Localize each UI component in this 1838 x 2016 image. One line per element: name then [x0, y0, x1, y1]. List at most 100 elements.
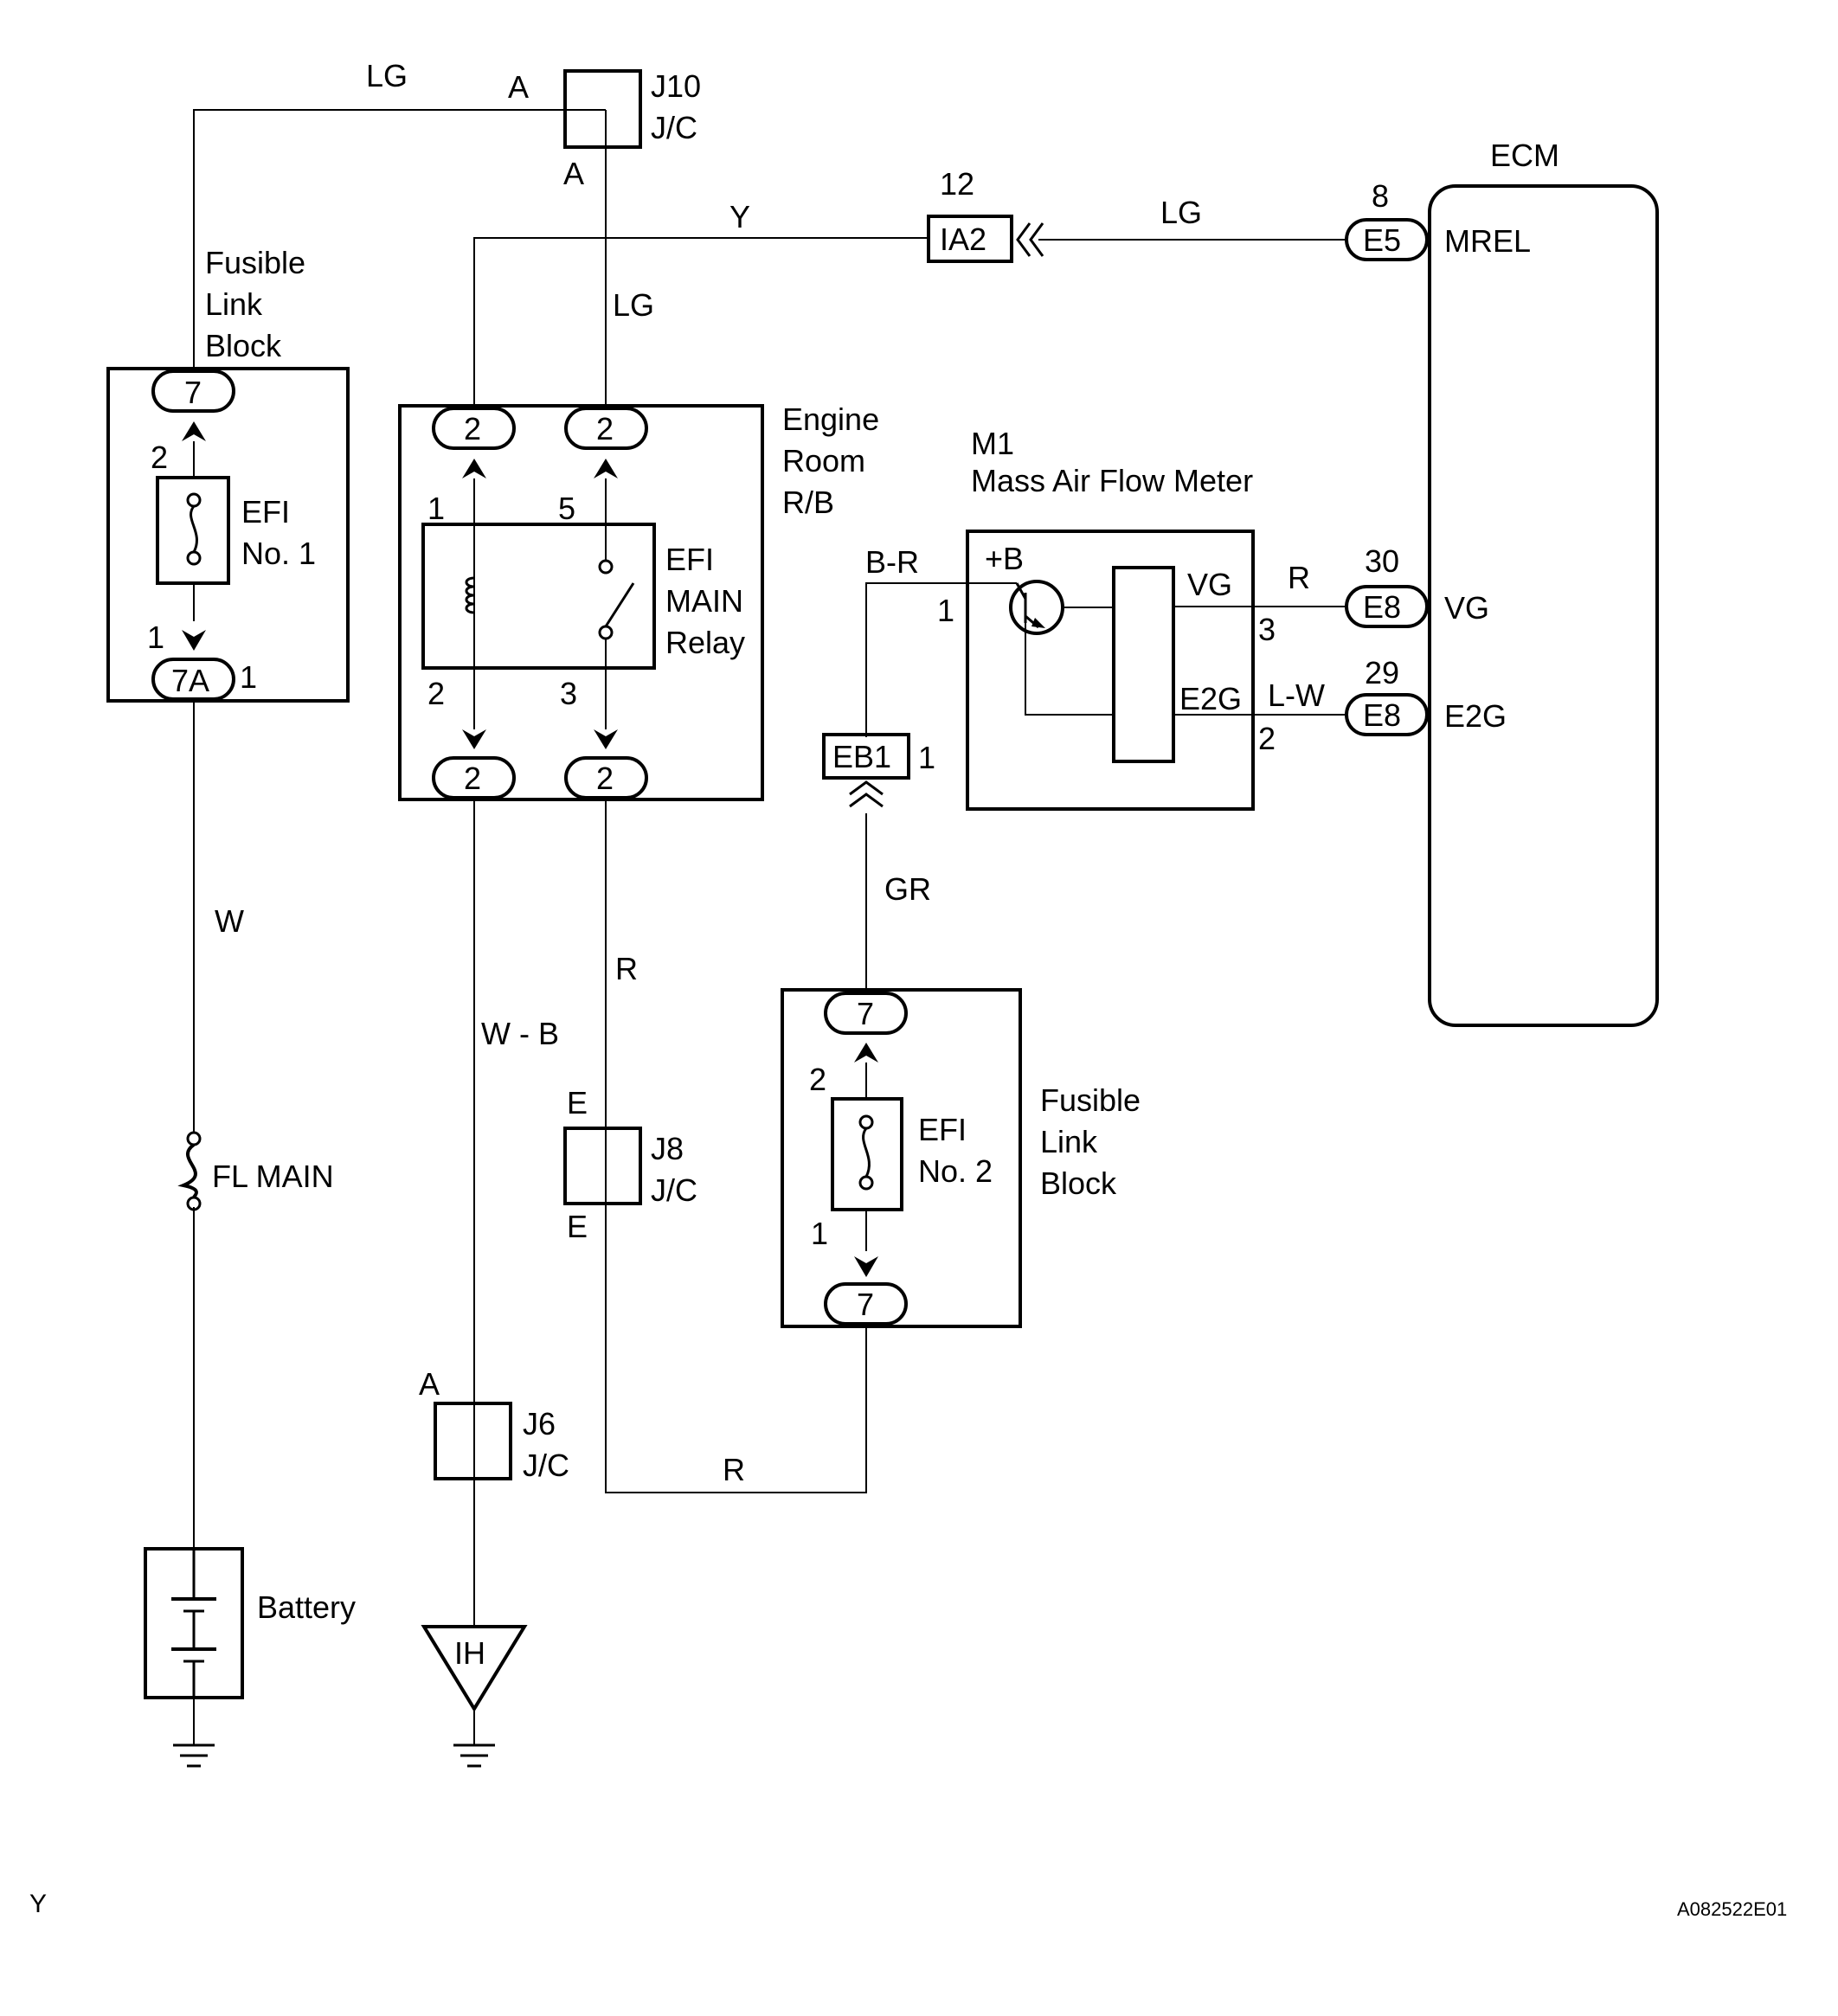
flb2-fuse-line1: EFI [918, 1112, 967, 1147]
j6-pin-top: A [419, 1366, 440, 1402]
ecm-e8-vg-signal: VG [1444, 590, 1489, 626]
j8-pin-bottom: E [567, 1209, 588, 1244]
rb-pin3: 3 [560, 676, 577, 711]
wires [193, 109, 1352, 1744]
junction-j8: E E J8 J/C [563, 1085, 697, 1244]
flb2-connector-bottom [824, 1282, 908, 1326]
engine-room-rb: Engine Room R/B 2 2 1 5 EFI MAIN Relay 2… [398, 401, 879, 801]
flb1-label-line2: Link [205, 286, 263, 322]
rb-arrow-up-left-icon [462, 459, 486, 478]
ecm-e8-vg-pin: 30 [1365, 543, 1399, 579]
ia2-name: IA2 [940, 222, 986, 257]
j8-type: J/C [651, 1172, 697, 1208]
ecm-e5-pin: 8 [1372, 178, 1389, 214]
relay-label-line3: Relay [665, 625, 745, 660]
ecm-e8-e2g-pin: 29 [1365, 655, 1399, 690]
wire-y [473, 237, 929, 412]
flb1-fuse-line1: EFI [241, 494, 290, 530]
maf-e2g: E2G [1179, 681, 1242, 716]
rb-label-line1: Engine [782, 401, 879, 437]
rb-label-line2: Room [782, 443, 865, 478]
ecm-e8-e2g-signal: E2G [1444, 698, 1507, 734]
ecm-e5-signal: MREL [1444, 223, 1531, 259]
ecm-e5-name: E5 [1363, 222, 1401, 258]
connector-eb1: EB1 1 [822, 733, 935, 808]
wire-label-lw: L-W [1268, 677, 1325, 713]
rb-conn-top-right: 2 [596, 411, 614, 446]
ground-icon [173, 1743, 215, 1768]
flb2-label-line2: Link [1040, 1124, 1098, 1159]
rb-pin1: 1 [427, 491, 445, 526]
corner-label: Y [29, 1890, 47, 1918]
maf-pin-plus-b: 1 [937, 593, 954, 628]
battery: Battery [144, 1547, 356, 1699]
j10-type: J/C [651, 110, 697, 145]
flb1-pin-out: 1 [240, 659, 257, 695]
j10-pin-bottom: A [563, 156, 584, 191]
eb1-pin: 1 [918, 740, 935, 775]
wire-label-wb: W - B [481, 1016, 559, 1051]
wire-lg-top [193, 109, 606, 377]
flb2-fuse-line2: No. 2 [918, 1153, 993, 1189]
flb1-arrow-up-icon [182, 421, 206, 441]
battery-label: Battery [257, 1589, 356, 1625]
wire-label-lg-ecm: LG [1160, 195, 1202, 230]
ia2-chevron-icon [1016, 222, 1031, 257]
j8-name: J8 [651, 1131, 684, 1166]
rb-pin2: 2 [427, 676, 445, 711]
ground-ih-label: IH [454, 1635, 485, 1671]
maf-id: M1 [971, 426, 1014, 461]
ecm-e8-e2g-name: E8 [1363, 697, 1401, 733]
flb2-conn-top: 7 [857, 996, 874, 1031]
figure-code: A082522E01 [1677, 1898, 1787, 1920]
flb1-pin-bottom: 1 [147, 620, 164, 655]
relay-coil-icon [465, 576, 475, 614]
ia2-chevron-icon-2 [1029, 222, 1044, 257]
flb1-connector-top [151, 369, 235, 413]
ecm-title: ECM [1490, 138, 1559, 173]
j10-pin-top: A [508, 69, 529, 105]
junction-j10: A A J10 J/C [508, 68, 701, 191]
j8-pin-top: E [567, 1085, 588, 1120]
rb-connector-top-right [564, 407, 648, 450]
ecm-e8-vg-name: E8 [1363, 589, 1401, 625]
ecm-e5-connector [1345, 218, 1429, 261]
rb-connector-top-left [432, 407, 516, 450]
relay-switch-icon [604, 582, 635, 627]
wire-label-lg-j10-down: LG [613, 287, 654, 323]
maf-vg: VG [1187, 567, 1232, 602]
fl-main: FL MAIN [177, 1131, 334, 1211]
junction-j6: A J6 J/C [419, 1366, 569, 1483]
flb1-connector-bottom [151, 658, 235, 701]
connector-ia2: IA2 12 [927, 166, 1044, 263]
wire-label-r-relay: R [615, 951, 638, 986]
maf-sensor-element [1112, 566, 1175, 763]
efi-no2-fuse-icon [862, 1127, 871, 1178]
fl-main-fuse-icon [177, 1143, 198, 1198]
fusible-link-block-2: 7 2 EFI No. 2 1 7 Fusible Link Block [781, 988, 1141, 1328]
wire-label-lg-top: LG [366, 58, 408, 93]
wire-r [605, 798, 867, 1493]
eb1-chevron-icon-2 [849, 793, 884, 808]
flb2-conn-bottom: 7 [857, 1287, 874, 1322]
maf-pin-e2g: 2 [1258, 721, 1276, 756]
j6-type: J/C [523, 1448, 569, 1483]
maf-name: Mass Air Flow Meter [971, 463, 1253, 498]
ground-ih: IH [421, 1625, 528, 1768]
relay-label-line1: EFI [665, 542, 714, 577]
flb2-label-line3: Block [1040, 1165, 1117, 1201]
rb-connector-bottom-right [564, 756, 648, 799]
rb-conn-bottom-right: 2 [596, 761, 614, 796]
rb-arrow-up-right-icon [594, 459, 618, 478]
ecm-e8-e2g-connector [1345, 693, 1429, 736]
efi-no1-fuse-icon [190, 505, 198, 553]
rb-conn-top-left: 2 [464, 411, 481, 446]
relay-label-line2: MAIN [665, 583, 743, 619]
mass-air-flow-meter: M1 Mass Air Flow Meter +B 1 VG E2G 3 2 [937, 426, 1276, 811]
flb1-label-line1: Fusible [205, 245, 305, 280]
rb-connector-bottom-left [432, 756, 516, 799]
j10-name: J10 [651, 68, 701, 104]
j6-name: J6 [523, 1406, 556, 1441]
flb1-conn-top: 7 [184, 375, 202, 410]
